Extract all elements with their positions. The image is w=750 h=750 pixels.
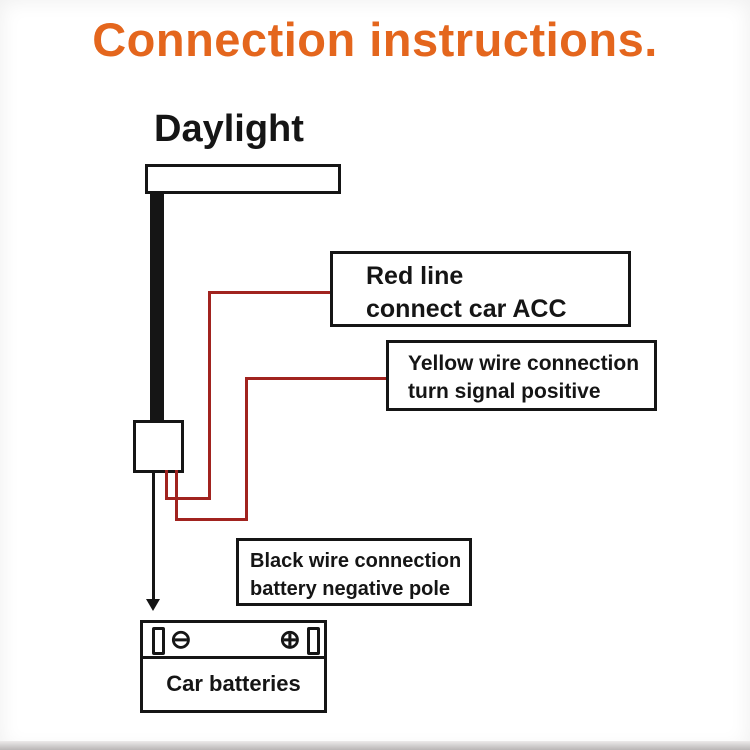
red-wire-acc-vertical (208, 291, 211, 500)
battery-positive-post (307, 627, 320, 655)
red-wire-acc-lower (165, 497, 211, 500)
photo-edge (0, 741, 750, 750)
black-wire-text-1: Black wire connection (250, 550, 462, 572)
red-line-text-1: Red line (366, 262, 464, 290)
battery: ⊖ ⊕ Car batteries (140, 620, 327, 713)
red-wire-acc-horizontal (208, 291, 332, 294)
yellow-wire-vertical (245, 377, 248, 521)
negative-terminal-icon: ⊖ (170, 624, 192, 654)
yellow-wire-text-2: turn signal positive (408, 380, 601, 403)
black-wire-label-box: Black wire connection battery negative p… (236, 538, 472, 606)
red-wire-acc-stub (165, 470, 168, 500)
main-cable (150, 193, 164, 422)
yellow-wire-horizontal (245, 377, 388, 380)
battery-divider (143, 656, 324, 659)
daylight-lightbar (145, 164, 341, 194)
battery-label: Car batteries (166, 671, 301, 696)
page-title: Connection instructions. (92, 13, 658, 66)
red-line-text-2: connect car ACC (366, 295, 567, 323)
black-wire-text-2: battery negative pole (250, 578, 451, 600)
black-wire-vertical (152, 470, 155, 600)
connector-module (133, 420, 184, 473)
red-line-label-box: Red line connect car ACC (330, 251, 631, 327)
yellow-wire-stub (175, 470, 178, 521)
yellow-wire-label-box: Yellow wire connection turn signal posit… (386, 340, 657, 411)
daylight-label: Daylight (154, 108, 304, 150)
yellow-wire-text-1: Yellow wire connection (408, 352, 640, 375)
positive-terminal-icon: ⊕ (279, 624, 301, 654)
yellow-wire-lower (175, 518, 248, 521)
black-wire-arrowhead-icon (146, 599, 160, 611)
battery-negative-post (152, 627, 165, 655)
